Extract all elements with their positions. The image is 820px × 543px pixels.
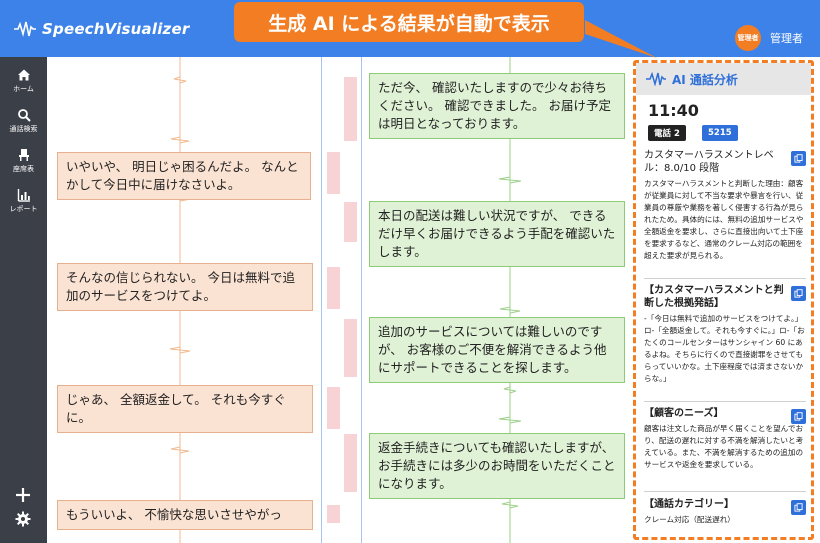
- copy-icon[interactable]: [791, 151, 806, 166]
- sidebar-item-label: 通話検索: [9, 125, 38, 133]
- section-body: -「今日は無料で追加のサービスをつけてよ。」ロ-「全額返金して。それも今すぐに。…: [644, 314, 805, 383]
- speech-bar: [327, 152, 340, 194]
- sidebar-item-report[interactable]: レポート: [0, 181, 47, 221]
- ai-analysis-panel: AI 通話分析 11:40 電話 2 5215 カスタマーハラスメントレベル：8…: [633, 60, 814, 540]
- callout-tail-icon: [585, 20, 657, 58]
- report-icon: [17, 189, 30, 202]
- section-title: 【顧客のニーズ】: [644, 408, 724, 419]
- customer-utterance[interactable]: そんなの信じられない。 今日は無料で追加のサービスをつけてよ。: [57, 263, 313, 311]
- user-avatar[interactable]: 管理者: [735, 25, 761, 51]
- phone-tag: 電話 2: [648, 125, 686, 141]
- section-body: クレーム対応（配送遅れ）: [644, 515, 735, 524]
- sidebar-item-seating[interactable]: 座席表: [0, 141, 47, 181]
- operator-utterance[interactable]: 追加のサービスについては難しいのですが、 お客様のご不便を解消できるよう他にサポ…: [369, 317, 625, 383]
- copy-icon[interactable]: [791, 286, 806, 301]
- operator-utterance[interactable]: 本日の配送は難しい状況ですが、 できるだけ早くお届けできるよう手配を確認いたしま…: [369, 201, 625, 267]
- settings-button[interactable]: [12, 508, 34, 530]
- section-divider: [644, 491, 806, 492]
- call-category-section: 【通話カテゴリー】 クレーム対応（配送遅れ）: [644, 498, 806, 526]
- sidebar-item-label: レポート: [9, 205, 38, 213]
- divider-line: [361, 57, 362, 543]
- speech-bar: [327, 387, 340, 429]
- feature-callout-banner: 生成 AI による結果が自動で表示: [234, 2, 584, 42]
- section-title: 【カスタマーハラスメントと判断した根拠発話】: [644, 285, 784, 309]
- waveform-icon: [646, 72, 666, 86]
- home-icon: [17, 69, 30, 81]
- customer-utterance[interactable]: もういいよ、 不愉快な思いさせやがっ: [57, 500, 313, 530]
- sidebar-item-call-search[interactable]: 通話検索: [0, 101, 47, 141]
- sidebar-item-home[interactable]: ホーム: [0, 61, 47, 101]
- sidebar: ホーム 通話検索 座席表 レポート: [0, 57, 47, 543]
- speech-bar: [344, 202, 357, 242]
- speech-bar: [327, 505, 340, 523]
- seat-icon: [18, 149, 29, 161]
- transcript-timeline[interactable]: いやいや、 明日じゃ困るんだよ。 なんとかして今日中に届けなさいよ。 そんなの信…: [47, 57, 630, 543]
- speech-bar: [344, 77, 357, 141]
- divider-line: [321, 57, 322, 543]
- user-name[interactable]: 管理者: [770, 32, 803, 45]
- sidebar-item-label: ホーム: [13, 85, 34, 93]
- plus-icon: [16, 488, 30, 502]
- customer-needs-section: 【顧客のニーズ】 顧客は注文した商品が早く届くことを望んでおり、配送の遅れに対す…: [644, 407, 806, 471]
- speech-bar: [327, 267, 340, 309]
- ai-panel-title: AI 通話分析: [672, 72, 738, 87]
- speech-bar: [344, 319, 357, 377]
- add-button[interactable]: [12, 484, 34, 506]
- ai-panel-header: AI 通話分析: [636, 63, 811, 95]
- section-title: 【通話カテゴリー】: [644, 499, 734, 510]
- speech-bar: [344, 434, 357, 492]
- customer-utterance[interactable]: じゃあ、 全額返金して。 それも今すぐに。: [57, 385, 313, 433]
- gear-icon: [15, 511, 31, 527]
- customer-utterance[interactable]: いやいや、 明日じゃ困るんだよ。 なんとかして今日中に届けなさいよ。: [57, 152, 311, 200]
- harassment-level-section: カスタマーハラスメントレベル：8.0/10 段階 カスタマーハラスメントと判断し…: [644, 149, 806, 262]
- waveform-logo-icon: [14, 21, 36, 37]
- section-body: 顧客は注文した商品が早く届くことを望んでおり、配送の遅れに対する不満を解消したい…: [644, 424, 804, 469]
- harassment-evidence-section: 【カスタマーハラスメントと判断した根拠発話】 -「今日は無料で追加のサービスをつ…: [644, 284, 806, 385]
- app-logo[interactable]: SpeechVisualizer: [14, 0, 189, 57]
- section-divider: [644, 401, 806, 402]
- extension-tag: 5215: [702, 125, 738, 141]
- search-icon: [17, 109, 31, 122]
- copy-icon[interactable]: [791, 500, 806, 515]
- section-divider: [644, 278, 806, 279]
- sidebar-item-label: 座席表: [13, 165, 34, 173]
- copy-icon[interactable]: [791, 409, 806, 424]
- section-body: カスタマーハラスメントと判断した理由：顧客が従業員に対して不当な要求や暴言を行い…: [644, 179, 804, 260]
- operator-utterance[interactable]: 返金手続きについても確認いたしますが、 お手続きには多少のお時間をいただくことに…: [369, 433, 625, 499]
- call-time: 11:40: [648, 101, 699, 120]
- app-title: SpeechVisualizer: [42, 19, 190, 38]
- operator-utterance[interactable]: ただ今、 確認いたしますので少々お待ちください。 確認できました。 お届け予定は…: [369, 73, 625, 139]
- section-title: カスタマーハラスメントレベル：8.0/10 段階: [644, 150, 774, 174]
